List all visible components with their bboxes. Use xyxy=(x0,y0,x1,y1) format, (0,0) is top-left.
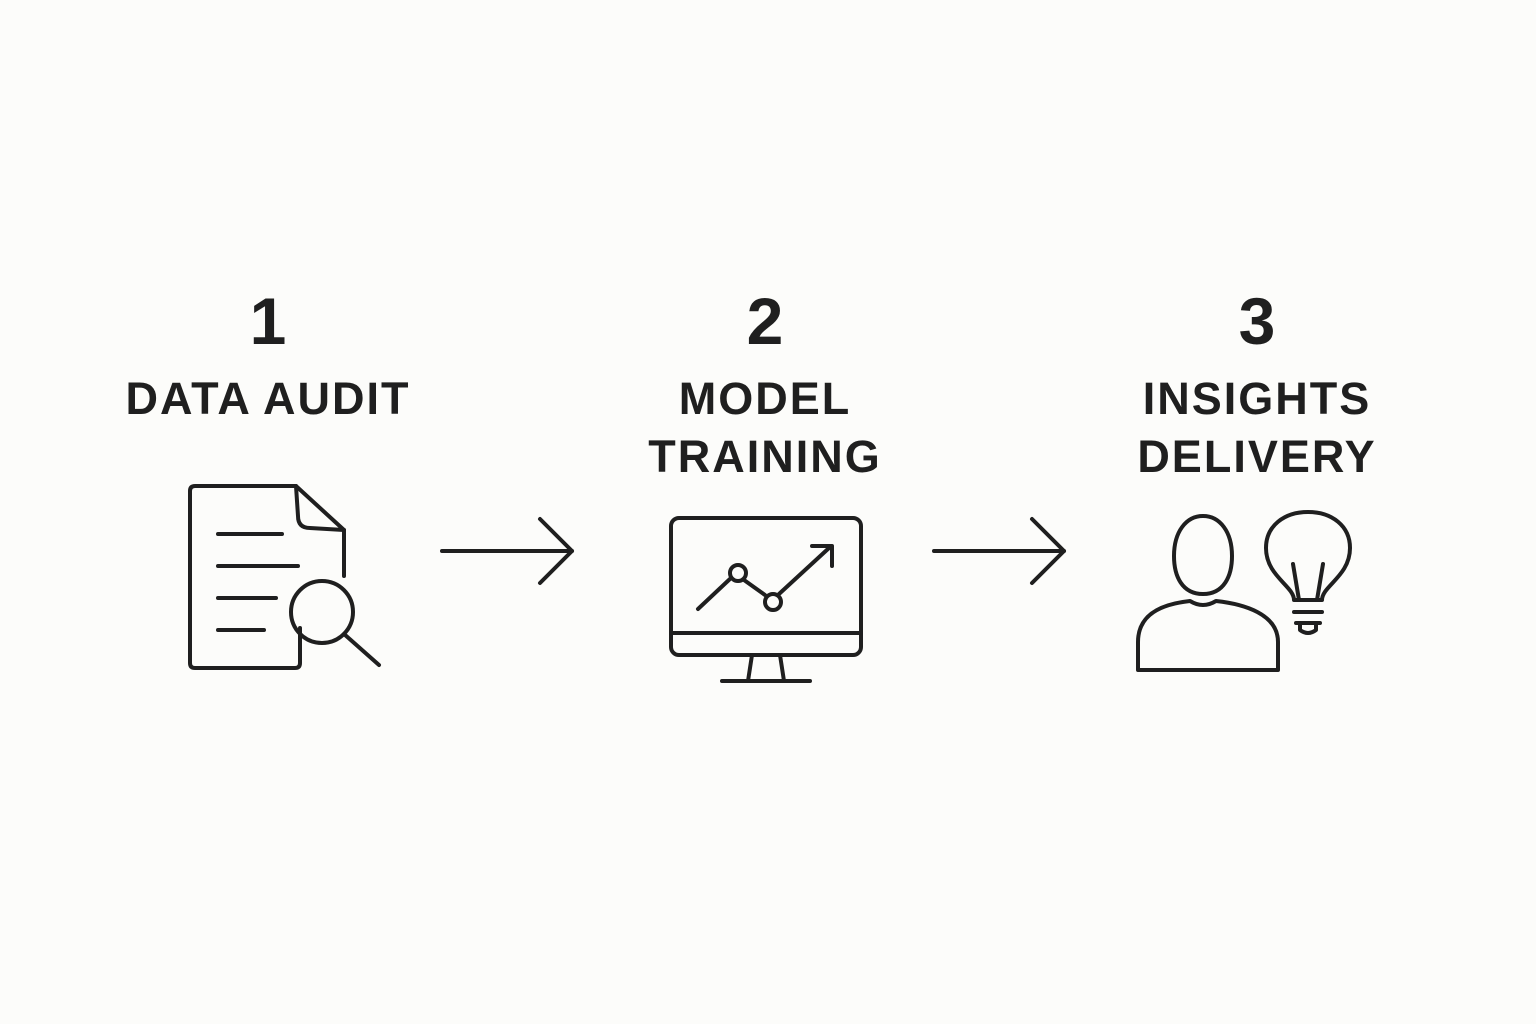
step-1-number: 1 xyxy=(249,284,287,358)
document-fold xyxy=(294,484,346,532)
step-1-title: DATA AUDIT xyxy=(126,370,411,428)
step-3-title: INSIGHTS DELIVERY xyxy=(1137,370,1376,486)
step-2-title-line-1: MODEL xyxy=(678,373,852,424)
monitor-stand xyxy=(746,653,786,683)
step-2-title: MODEL TRAINING xyxy=(648,370,882,486)
step-2: 2 MODEL TRAINING xyxy=(648,288,882,486)
lightbulb-filament-left xyxy=(1291,562,1301,602)
chart-point-2 xyxy=(763,592,783,612)
step-3-title-line-2: DELIVERY xyxy=(1137,431,1377,482)
chart-segment-3 xyxy=(777,546,831,596)
person-icon xyxy=(1136,514,1280,672)
step-3-number: 3 xyxy=(1238,284,1276,358)
right-arrow-icon xyxy=(440,517,574,585)
chart-arrowhead xyxy=(810,544,834,568)
step-1: 1 DATA AUDIT xyxy=(126,288,411,428)
monitor-screen xyxy=(669,516,863,657)
step-2-number: 2 xyxy=(746,284,784,358)
person-lightbulb-icon xyxy=(1136,510,1352,672)
step-2-title-line-2: TRAINING xyxy=(648,431,882,482)
right-arrow-icon xyxy=(932,517,1066,585)
step-3: 3 INSIGHTS DELIVERY xyxy=(1137,288,1376,486)
magnifier-handle xyxy=(342,632,381,667)
lightbulb-tip xyxy=(1298,621,1318,635)
lightbulb-filament-right xyxy=(1315,562,1325,602)
monitor-chart-icon xyxy=(669,516,863,683)
chart-segment-1 xyxy=(696,576,733,611)
step-1-title-line-1: DATA AUDIT xyxy=(125,373,411,424)
person-head xyxy=(1172,514,1234,596)
document-outline xyxy=(188,484,346,670)
lightbulb-glass xyxy=(1264,510,1352,602)
chart-segment-2 xyxy=(742,578,767,597)
document-search-icon xyxy=(188,484,381,670)
lightbulb-icon xyxy=(1264,510,1352,635)
person-body xyxy=(1136,599,1280,672)
chart-point-1 xyxy=(728,563,748,583)
magnifier-lens xyxy=(289,579,355,645)
step-3-title-line-1: INSIGHTS xyxy=(1142,373,1372,424)
